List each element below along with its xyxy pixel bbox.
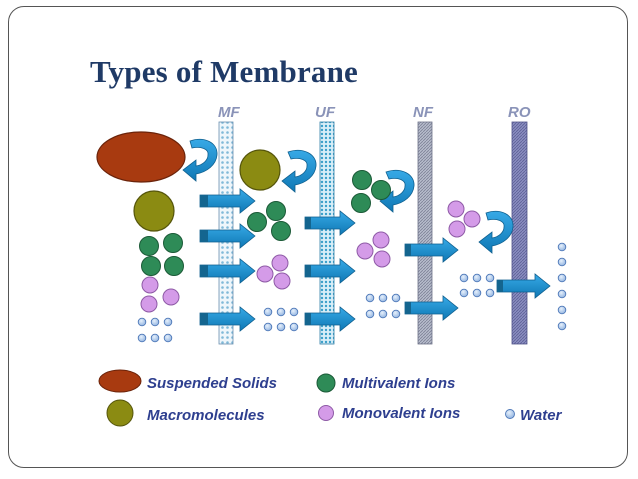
reject-arrow-mf bbox=[182, 138, 218, 182]
suspended-solid-particle bbox=[96, 131, 186, 183]
water-droplet bbox=[276, 307, 286, 317]
membrane-uf bbox=[319, 121, 335, 345]
macromolecule-particle bbox=[133, 190, 175, 232]
membrane-label-nf: NF bbox=[413, 104, 434, 121]
water-droplet bbox=[263, 307, 273, 317]
water-droplet bbox=[163, 317, 173, 327]
monovalent-ion bbox=[273, 272, 291, 290]
water-droplet bbox=[557, 242, 567, 252]
water-droplet bbox=[391, 309, 401, 319]
water-droplet bbox=[378, 293, 388, 303]
multivalent-ion bbox=[163, 233, 183, 253]
water-droplet bbox=[365, 309, 375, 319]
pass-arrow bbox=[404, 237, 459, 263]
water-droplet bbox=[472, 288, 482, 298]
slide-title: Types of Membrane bbox=[90, 54, 359, 89]
monovalent-ion bbox=[463, 210, 481, 228]
water-droplet bbox=[557, 305, 567, 315]
water-droplet bbox=[485, 288, 495, 298]
water-droplet bbox=[276, 322, 286, 332]
multivalent-ion bbox=[139, 236, 159, 256]
reject-arrow-ro bbox=[478, 210, 514, 254]
multivalent-ion bbox=[352, 170, 372, 190]
legend-label-multivalent-ions: Multivalent Ions bbox=[342, 375, 455, 392]
multivalent-ion bbox=[351, 193, 371, 213]
multivalent-ion bbox=[141, 256, 161, 276]
water-droplet bbox=[365, 293, 375, 303]
monovalent-ion bbox=[162, 288, 180, 306]
monovalent-ion bbox=[271, 254, 289, 272]
water-droplet bbox=[485, 273, 495, 283]
monovalent-ion bbox=[141, 276, 159, 294]
membrane-label-uf: UF bbox=[315, 104, 336, 121]
water-droplet bbox=[150, 333, 160, 343]
monovalent-ion bbox=[373, 250, 391, 268]
water-droplet bbox=[459, 288, 469, 298]
water-droplet bbox=[459, 273, 469, 283]
water-droplet bbox=[163, 333, 173, 343]
monovalent-ion bbox=[256, 265, 274, 283]
water-droplet bbox=[557, 257, 567, 267]
legend-label-macromolecules: Macromolecules bbox=[147, 407, 265, 424]
legend-swatch-multivalent-ions bbox=[316, 373, 336, 393]
water-droplet bbox=[289, 322, 299, 332]
water-droplet bbox=[150, 317, 160, 327]
water-droplet bbox=[391, 293, 401, 303]
pass-arrow bbox=[496, 273, 551, 299]
membrane-nf bbox=[417, 121, 433, 345]
monovalent-ion bbox=[448, 220, 466, 238]
monovalent-ion bbox=[372, 231, 390, 249]
legend-label-monovalent-ions: Monovalent Ions bbox=[342, 405, 460, 422]
monovalent-ion bbox=[447, 200, 465, 218]
membrane-label-ro: RO bbox=[508, 104, 531, 121]
water-droplet bbox=[557, 273, 567, 283]
water-droplet bbox=[557, 289, 567, 299]
multivalent-ion bbox=[266, 201, 286, 221]
multivalent-ion bbox=[271, 221, 291, 241]
legend-swatch-macromolecules bbox=[106, 399, 134, 427]
legend-swatch-monovalent-ions bbox=[318, 405, 334, 421]
water-droplet bbox=[137, 333, 147, 343]
legend-swatch-water bbox=[505, 409, 515, 419]
reject-arrow-uf bbox=[281, 149, 317, 193]
membrane-ro bbox=[511, 121, 528, 345]
water-droplet bbox=[263, 322, 273, 332]
macromolecule-particle bbox=[239, 149, 281, 191]
multivalent-ion bbox=[371, 180, 391, 200]
legend-swatch-suspended-solids bbox=[98, 369, 142, 393]
legend-label-water: Water bbox=[520, 407, 563, 424]
water-droplet bbox=[557, 321, 567, 331]
water-droplet bbox=[378, 309, 388, 319]
water-droplet bbox=[289, 307, 299, 317]
monovalent-ion bbox=[356, 242, 374, 260]
multivalent-ion bbox=[247, 212, 267, 232]
water-droplets bbox=[137, 242, 567, 343]
membrane-label-mf: MF bbox=[218, 104, 240, 121]
water-droplet bbox=[137, 317, 147, 327]
monovalent-ion bbox=[140, 295, 158, 313]
pass-arrow bbox=[404, 295, 459, 321]
water-droplet bbox=[472, 273, 482, 283]
legend-label-suspended-solids: Suspended Solids bbox=[147, 375, 277, 392]
legend: Suspended Solids Multivalent Ions Macrom… bbox=[98, 369, 563, 427]
multivalent-ion bbox=[164, 256, 184, 276]
